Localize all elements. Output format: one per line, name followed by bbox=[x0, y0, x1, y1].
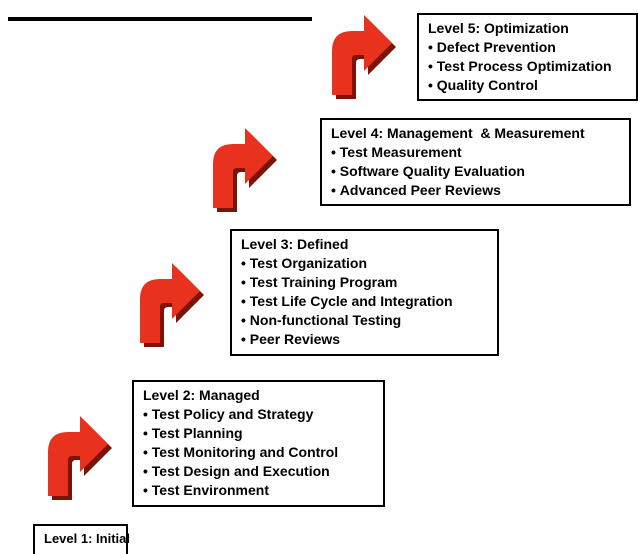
arrow-body bbox=[48, 416, 108, 496]
curved-arrow-icon bbox=[48, 416, 112, 500]
level-5-title: Level 5: Optimization bbox=[428, 20, 569, 36]
arrow-body bbox=[213, 128, 273, 208]
curved-arrow-icon bbox=[140, 263, 204, 347]
level-3-item: Peer Reviews bbox=[241, 330, 491, 349]
curved-arrow-icon bbox=[213, 128, 277, 212]
level-4-title: Level 4: Management & Measurement bbox=[331, 125, 585, 141]
level-2-box: Level 2: Managed Test Policy and Strateg… bbox=[132, 380, 385, 507]
level-1-title: Level 1: Initial bbox=[44, 531, 130, 546]
level-4-item: Software Quality Evaluation bbox=[331, 162, 623, 181]
level-2-item: Test Design and Execution bbox=[143, 462, 377, 481]
level-3-item: Test Training Program bbox=[241, 273, 491, 292]
level-2-item: Test Environment bbox=[143, 481, 377, 500]
level-5-box: Level 5: Optimization Defect Prevention … bbox=[417, 13, 638, 101]
curved-arrow-icon bbox=[332, 15, 396, 99]
level-2-title: Level 2: Managed bbox=[143, 387, 260, 403]
level-3-item: Test Life Cycle and Integration bbox=[241, 292, 491, 311]
arrow-body bbox=[332, 15, 392, 95]
level-2-item: Test Policy and Strategy bbox=[143, 405, 377, 424]
level-3-box: Level 3: Defined Test Organization Test … bbox=[230, 229, 499, 356]
level-3-list: Test Organization Test Training Program … bbox=[241, 254, 491, 349]
level-4-box: Level 4: Management & Measurement Test M… bbox=[320, 118, 631, 206]
level-4-list: Test Measurement Software Quality Evalua… bbox=[331, 143, 623, 200]
top-rule bbox=[8, 17, 312, 21]
level-3-title: Level 3: Defined bbox=[241, 236, 349, 252]
level-5-item: Quality Control bbox=[428, 76, 630, 95]
level-5-list: Defect Prevention Test Process Optimizat… bbox=[428, 38, 630, 95]
level-5-item: Defect Prevention bbox=[428, 38, 630, 57]
level-3-item: Non-functional Testing bbox=[241, 311, 491, 330]
level-2-item: Test Planning bbox=[143, 424, 377, 443]
level-4-item: Advanced Peer Reviews bbox=[331, 181, 623, 200]
level-4-item: Test Measurement bbox=[331, 143, 623, 162]
arrow-body bbox=[140, 263, 200, 343]
level-5-item: Test Process Optimization bbox=[428, 57, 630, 76]
level-1-box: Level 1: Initial bbox=[33, 524, 130, 554]
level-2-list: Test Policy and Strategy Test Planning T… bbox=[143, 405, 377, 500]
level-3-item: Test Organization bbox=[241, 254, 491, 273]
level-2-item: Test Monitoring and Control bbox=[143, 443, 377, 462]
